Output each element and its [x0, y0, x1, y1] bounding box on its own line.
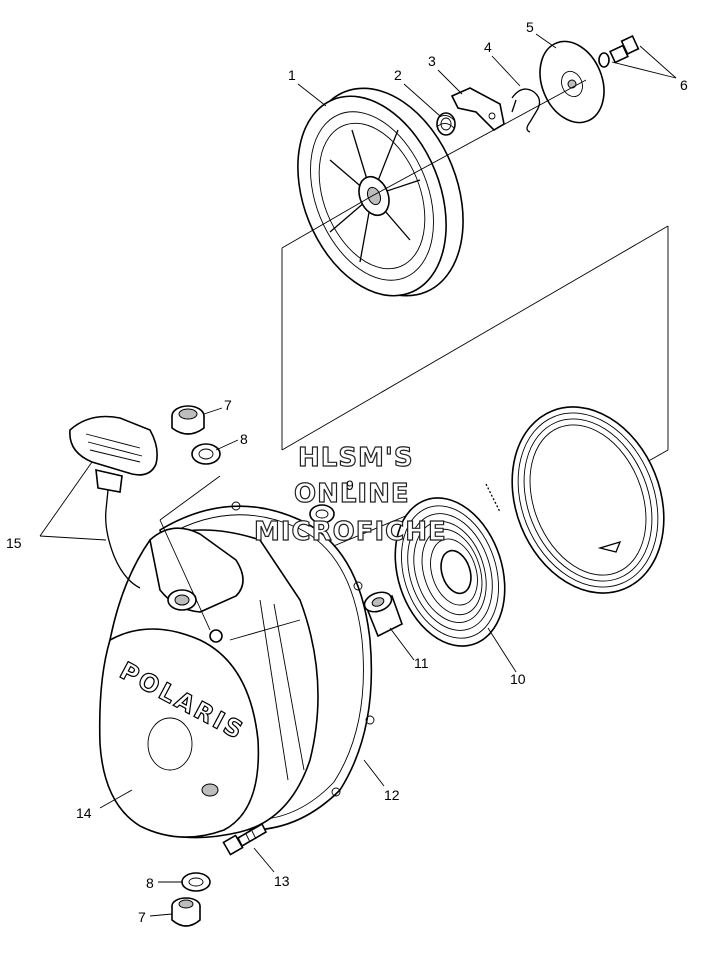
- callout-7-bottom: 7: [138, 909, 146, 925]
- callout-6: 6: [680, 77, 688, 93]
- small-spring-part: [436, 112, 456, 136]
- callout-8-bottom: 8: [146, 875, 154, 891]
- callout-5: 5: [526, 19, 534, 35]
- washer-top-part: [191, 443, 221, 465]
- bushing-small-part: [309, 504, 335, 524]
- callout-13: 13: [274, 873, 290, 889]
- callout-1: 1: [288, 67, 296, 83]
- bolt-washer-part: [598, 35, 640, 68]
- callout-15: 15: [6, 535, 22, 551]
- leader-lines: [39, 33, 677, 917]
- starter-handle-part: [69, 415, 221, 631]
- watermark-line-2: ONLINE: [294, 479, 410, 509]
- callout-3: 3: [428, 53, 436, 69]
- watermark-line-1: HLSM'S: [298, 443, 414, 473]
- callout-10: 10: [510, 671, 526, 687]
- callout-11: 11: [414, 655, 429, 671]
- callout-2: 2: [394, 67, 402, 83]
- callout-12: 12: [384, 787, 400, 803]
- bushing-part: [363, 591, 403, 638]
- wire-clip-part: [511, 88, 541, 133]
- rope-coil-part: [485, 406, 665, 594]
- plate-part: [539, 40, 605, 124]
- pawl-part: [450, 87, 505, 132]
- recoil-spring-part: [394, 497, 506, 647]
- callout-4: 4: [484, 39, 492, 55]
- cap-top-part: [171, 405, 205, 435]
- callouts: 1 2 3 4 5 6 7 8 9 10 11 12 13 14 15 8 7: [6, 19, 688, 925]
- housing-bolt-part: [222, 822, 268, 856]
- callout-7-top: 7: [224, 397, 232, 413]
- watermark: HLSM'S ONLINE MICROFICHE: [253, 442, 447, 547]
- callout-8-top: 8: [240, 431, 248, 447]
- callout-14: 14: [76, 805, 92, 821]
- cap-bottom-part: [171, 897, 201, 927]
- watermark-line-3: MICROFICHE: [254, 517, 447, 547]
- callout-9: 9: [346, 477, 354, 493]
- washer-bottom-part: [181, 872, 211, 892]
